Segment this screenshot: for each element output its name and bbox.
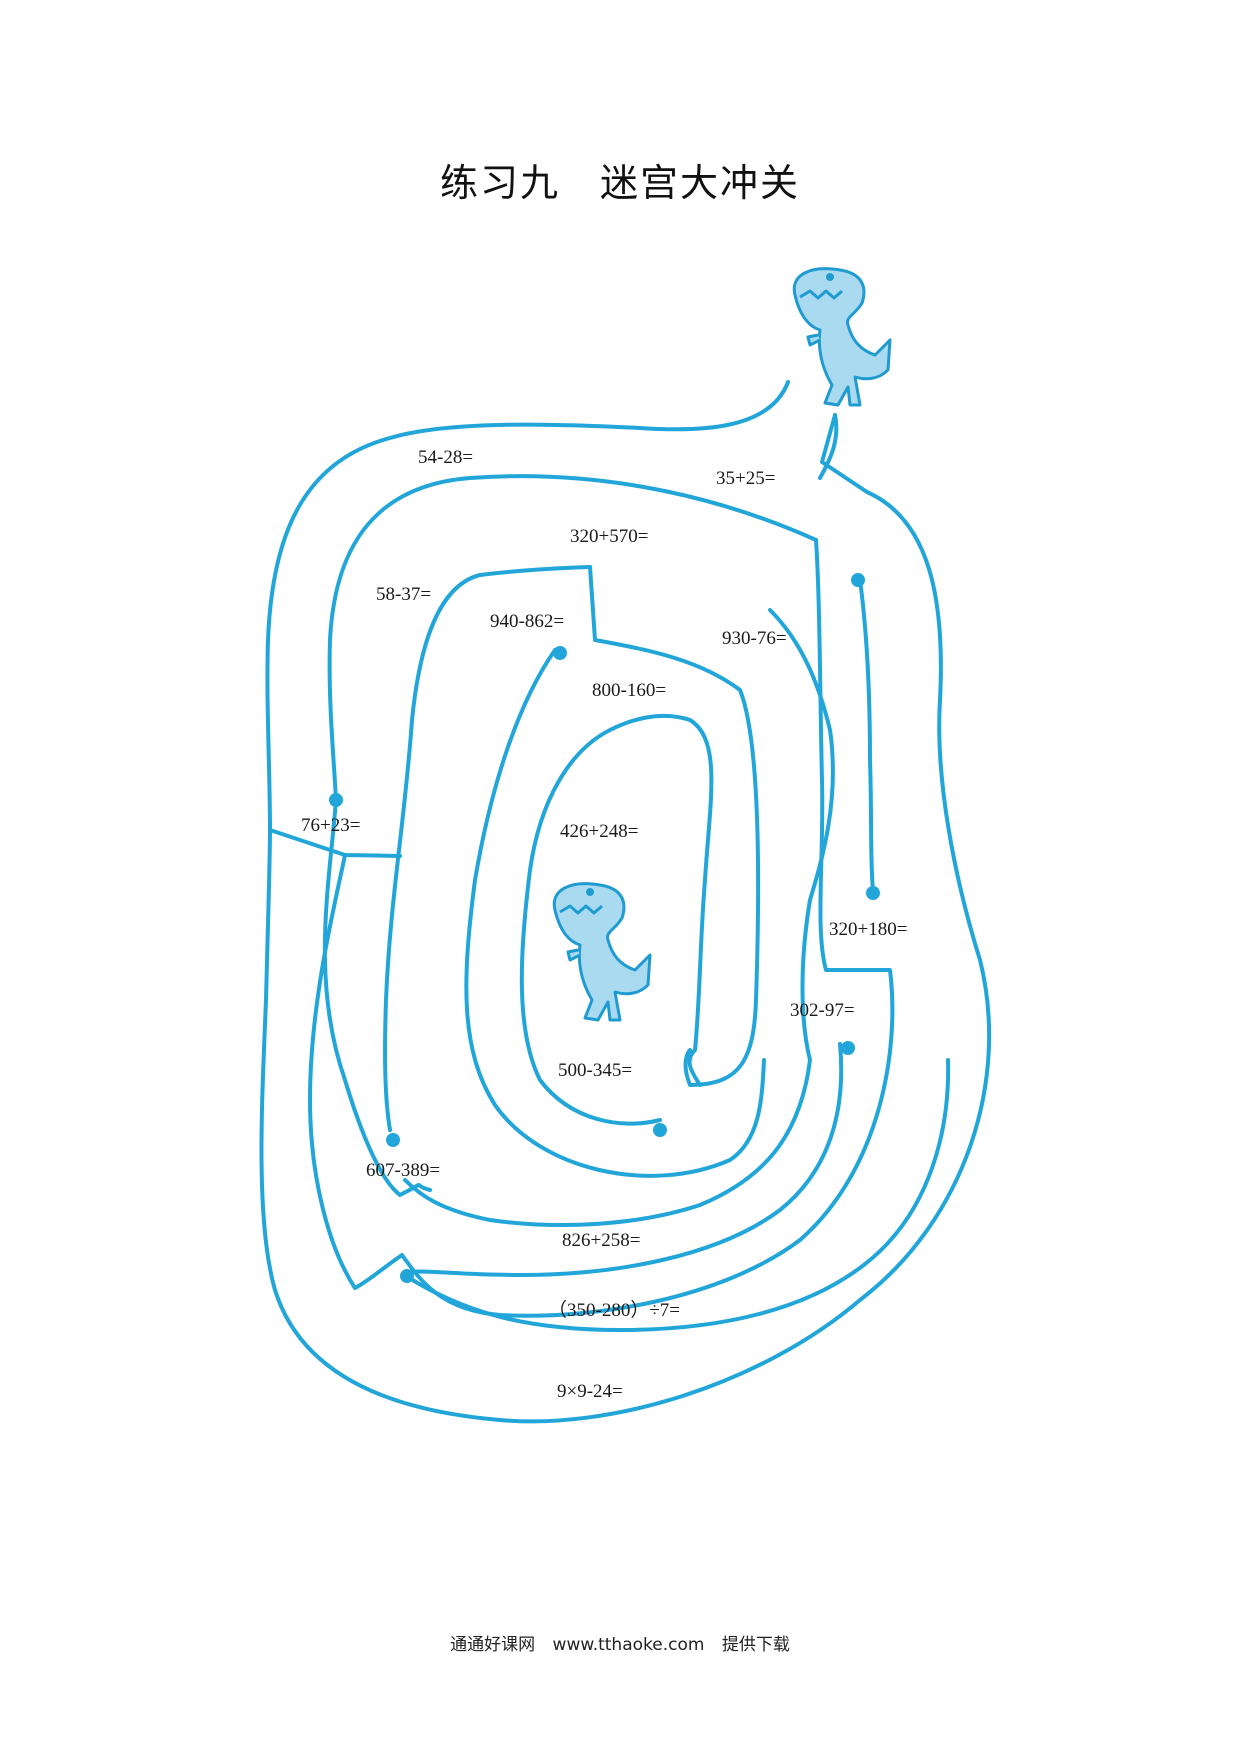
equation-label: 54-28= [418, 447, 474, 468]
equation-label: 76+23= [301, 815, 361, 836]
equation-label: 826+258= [562, 1230, 641, 1251]
maze-dot-icon [653, 1123, 667, 1137]
maze-wall [322, 798, 432, 1197]
footer: 通通好课网 www.tthaoke.com 提供下载 [0, 1630, 1240, 1655]
maze-wall [403, 1042, 844, 1277]
footer-action: 提供下载 [721, 1635, 790, 1655]
maze-wall [383, 565, 592, 1132]
footer-site-name: 通通好课网 [450, 1635, 536, 1655]
equation-label: 426+248= [560, 821, 639, 842]
maze-wall [308, 538, 895, 1318]
equation-label: 800-160= [592, 680, 667, 701]
maze-dot-icon [400, 1269, 414, 1283]
maze-wall [858, 578, 875, 892]
maze-dot-icon [386, 1133, 400, 1147]
maze-wall [259, 490, 992, 1424]
maze-wall [404, 1058, 951, 1332]
maze-wall [519, 713, 714, 1126]
maze-wall [464, 648, 766, 1178]
equation-label: 320+570= [570, 526, 649, 547]
maze-dot-icon [553, 646, 567, 660]
maze-dot-icon [866, 886, 880, 900]
maze-dot-icon [329, 793, 343, 807]
maze-wall [268, 828, 402, 858]
maze-wall [265, 380, 790, 832]
dinosaur-icon-start [792, 267, 892, 407]
maze-dot-icon [841, 1041, 855, 1055]
footer-url[interactable]: www.tthaoke.com [552, 1635, 705, 1655]
page-title: 练习九 迷宫大冲关 [439, 161, 800, 205]
equation-label: 930-76= [722, 628, 787, 649]
equation-label: （350-280）÷7= [548, 1300, 680, 1321]
maze-wall [818, 413, 839, 480]
equation-label: 500-345= [558, 1060, 633, 1081]
maze-wall [820, 413, 869, 494]
maze-wall [403, 608, 835, 1227]
equation-label: 9×9-24= [557, 1381, 623, 1402]
maze-dot-icon [851, 573, 865, 587]
dinosaur-icon-goal [552, 882, 652, 1022]
equation-label: 320+180= [829, 919, 908, 940]
equation-label: 607-389= [366, 1160, 441, 1181]
equation-label: 940-862= [490, 611, 565, 632]
maze-wall [327, 474, 818, 802]
equation-label: 302-97= [790, 1000, 855, 1021]
equation-label: 58-37= [376, 584, 432, 605]
maze-wall [588, 565, 761, 1087]
equation-label: 35+25= [716, 468, 776, 489]
